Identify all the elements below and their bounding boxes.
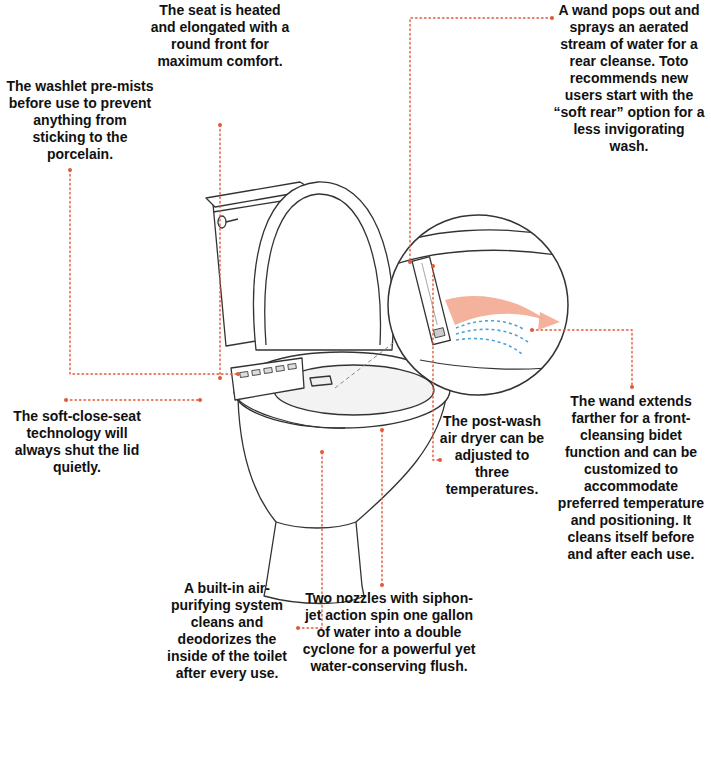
raised-lid [254,182,394,350]
callout-text: Two nozzles with siphon-jet action spin … [300,590,478,675]
callout-text: The seat is heated and elongated with a … [150,2,290,70]
callout-text: A built-in air-purifying system cleans a… [160,580,294,682]
water-spray [456,321,528,354]
wand [412,257,450,345]
callout-text: The post-wash air dryer can be adjusted … [438,413,546,498]
flush-handle [218,216,226,228]
lid-inner [265,194,381,345]
washlet-unit [231,358,304,400]
callout-text: The wand extends farther for a front-cle… [557,393,705,563]
zoom-detail [385,230,575,369]
callout-text: A wand pops out and sprays an aerated st… [553,2,705,155]
wand-housing [310,376,332,386]
callout-text: The washlet pre-mists before use to prev… [6,78,154,163]
flush-lever [226,219,238,222]
water-arrow [445,296,545,325]
bowl-line [276,522,356,528]
callout-text: The soft-close-seat technology will alwa… [4,408,150,476]
